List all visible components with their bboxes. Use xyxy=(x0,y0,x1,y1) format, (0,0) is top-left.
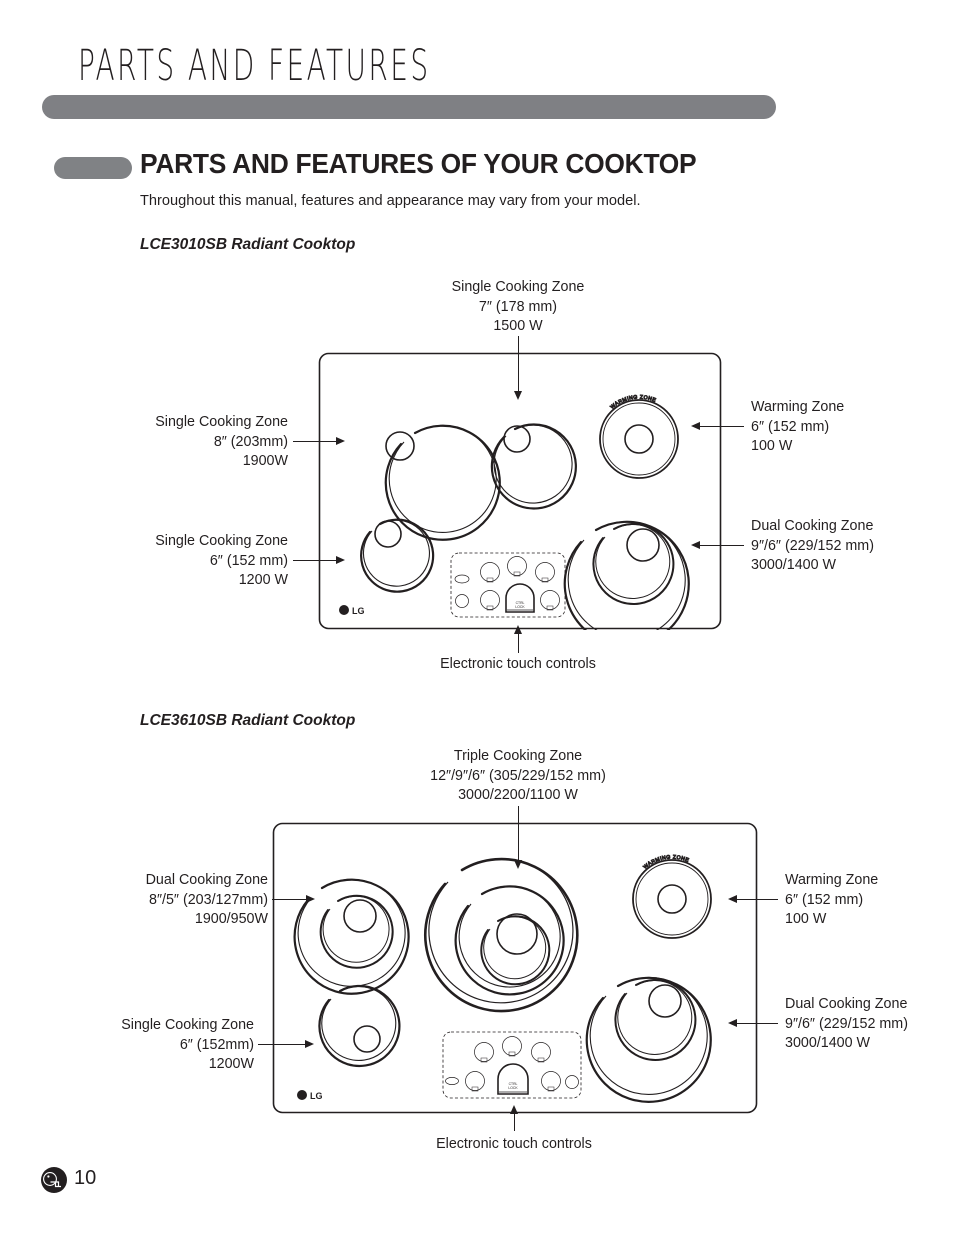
leader-arrow xyxy=(336,436,345,445)
cooktop1-callout-left-upper: Single Cooking Zone 8″ (203mm) 1900W xyxy=(96,413,288,472)
callout-line-3: 100 W xyxy=(785,911,827,927)
section-subtitle: Throughout this manual, features and app… xyxy=(140,193,641,209)
page-number: 10 xyxy=(74,1167,97,1189)
cooktop2-diagram: WARMING ZONE CTRL LOCK xyxy=(272,822,758,1114)
callout-line-2: 6″ (152 mm) xyxy=(209,552,288,569)
callout-line-3: 1500 W xyxy=(493,318,543,334)
callout-line-2: 12″/9″/6″ (305/229/152 mm) xyxy=(430,767,606,784)
leader-arrow xyxy=(513,391,522,400)
burner-left-lower xyxy=(318,984,401,1068)
callout-line-2: 8″/5″ (203/127mm) xyxy=(149,891,268,908)
page-title: PARTS AND FEATURES OF YOUR COOKTOP xyxy=(140,148,697,179)
svg-text:LG: LG xyxy=(352,606,365,616)
cooktop2-callout-top-center: Triple Cooking Zone 12″/9″/6″ (305/229/1… xyxy=(398,747,638,806)
svg-text:LOCK: LOCK xyxy=(508,1086,518,1090)
cooktop2-lg-logo: LG xyxy=(297,1090,323,1101)
leader-arrow xyxy=(509,1105,518,1114)
callout-line-1: Triple Cooking Zone xyxy=(453,748,583,764)
cooktop1-callout-right-upper: Warming Zone 6″ (152 mm) 100 W xyxy=(751,398,951,457)
leader-line xyxy=(272,899,307,900)
callout-line-2: 9″/6″ (229/152 mm) xyxy=(751,537,874,554)
callout-line-1: Single Cooking Zone xyxy=(451,279,585,295)
cooktop1-diagram: WARMING ZONE CTRL LOCK xyxy=(318,352,722,630)
callout-line-3: 1900W xyxy=(242,453,288,469)
running-head: PARTS AND FEATURES xyxy=(78,42,431,91)
callout-line-3: 100 W xyxy=(751,438,793,454)
leader-arrow xyxy=(728,1018,737,1027)
leader-line xyxy=(700,545,744,546)
cooktop1-callout-left-lower: Single Cooking Zone 6″ (152 mm) 1200 W xyxy=(96,532,288,591)
lg-logo-icon xyxy=(41,1167,67,1193)
leader-line xyxy=(258,1044,306,1045)
leader-line xyxy=(700,426,744,427)
cooktop2-callout-right-upper: Warming Zone 6″ (152 mm) 100 W xyxy=(785,871,954,930)
burner-top-center xyxy=(490,423,577,510)
leader-line xyxy=(518,806,519,861)
cooktop2-touch-control-panel: CTRL LOCK xyxy=(442,1031,582,1099)
callout-line-3: 3000/1400 W xyxy=(785,1035,871,1051)
callout-line-1: Warming Zone xyxy=(785,872,879,888)
burner-right-lower-dual xyxy=(563,520,690,630)
callout-line-1: Warming Zone xyxy=(751,399,845,415)
callout-line-3: 1900/950W xyxy=(194,911,268,927)
leader-arrow xyxy=(691,540,700,549)
callout-line-2: 7″ (178 mm) xyxy=(478,298,558,315)
header-rule-bar xyxy=(42,95,776,119)
callout-line-3: 3000/2200/1100 W xyxy=(458,787,578,803)
callout-line-3: 1200W xyxy=(208,1056,254,1072)
callout-line-2: 6″ (152 mm) xyxy=(785,891,864,908)
cooktop2-callout-right-lower: Dual Cooking Zone 9″/6″ (229/152 mm) 300… xyxy=(785,995,954,1054)
cooktop2-callout-left-upper: Dual Cooking Zone 8″/5″ (203/127mm) 1900… xyxy=(76,871,268,930)
callout-line-1: Dual Cooking Zone xyxy=(145,872,268,888)
cooktop1-touch-control-panel: CTRL LOCK xyxy=(450,552,566,618)
svg-text:LG: LG xyxy=(310,1091,323,1101)
callout-line-1: Dual Cooking Zone xyxy=(785,996,908,1012)
callout-line-3: 1200 W xyxy=(238,572,288,588)
burner-center-triple xyxy=(424,857,579,1013)
burner-left-upper xyxy=(384,424,501,541)
section-bullet-pill xyxy=(54,157,132,179)
cooktop1-callout-right-lower: Dual Cooking Zone 9″/6″ (229/152 mm) 300… xyxy=(751,517,954,576)
leader-line xyxy=(293,441,337,442)
svg-text:LOCK: LOCK xyxy=(515,605,525,609)
leader-line xyxy=(514,1113,515,1131)
leader-arrow xyxy=(513,625,522,634)
cooktop2-callout-left-lower: Single Cooking Zone 6″ (152mm) 1200W xyxy=(62,1016,254,1075)
leader-arrow xyxy=(691,421,700,430)
leader-arrow xyxy=(305,1039,314,1048)
callout-line-1: Single Cooking Zone xyxy=(155,414,288,430)
leader-line xyxy=(293,560,337,561)
svg-text:CTRL: CTRL xyxy=(509,1082,518,1086)
callout-line-2: 9″/6″ (229/152 mm) xyxy=(785,1015,908,1032)
callout-line-1: Single Cooking Zone xyxy=(121,1017,254,1033)
burner-left-lower xyxy=(360,518,435,593)
leader-arrow xyxy=(513,860,522,869)
callout-line-2: 6″ (152mm) xyxy=(179,1036,254,1053)
svg-text:CTRL: CTRL xyxy=(516,601,525,605)
cooktop1-touch-controls-label: Electronic touch controls xyxy=(440,656,596,672)
callout-line-2: 6″ (152 mm) xyxy=(751,418,830,435)
cooktop1-caption: LCE3010SB Radiant Cooktop xyxy=(140,236,356,253)
cooktop2-touch-controls-label: Electronic touch controls xyxy=(436,1136,592,1152)
leader-line xyxy=(737,1023,778,1024)
leader-arrow xyxy=(306,894,315,903)
callout-line-1: Single Cooking Zone xyxy=(155,533,288,549)
leader-line xyxy=(518,633,519,653)
cooktop2-caption: LCE3610SB Radiant Cooktop xyxy=(140,712,356,729)
leader-line xyxy=(518,336,519,392)
callout-line-2: 8″ (203mm) xyxy=(213,433,288,450)
burner-right-lower-dual xyxy=(585,976,712,1103)
cooktop1-callout-top-center: Single Cooking Zone 7″ (178 mm) 1500 W xyxy=(418,278,618,337)
leader-arrow xyxy=(728,894,737,903)
leader-arrow xyxy=(336,555,345,564)
callout-line-1: Dual Cooking Zone xyxy=(751,518,874,534)
burner-left-upper-dual xyxy=(293,878,410,995)
callout-line-3: 3000/1400 W xyxy=(751,557,837,573)
leader-line xyxy=(737,899,778,900)
cooktop1-lg-logo: LG xyxy=(339,605,365,616)
